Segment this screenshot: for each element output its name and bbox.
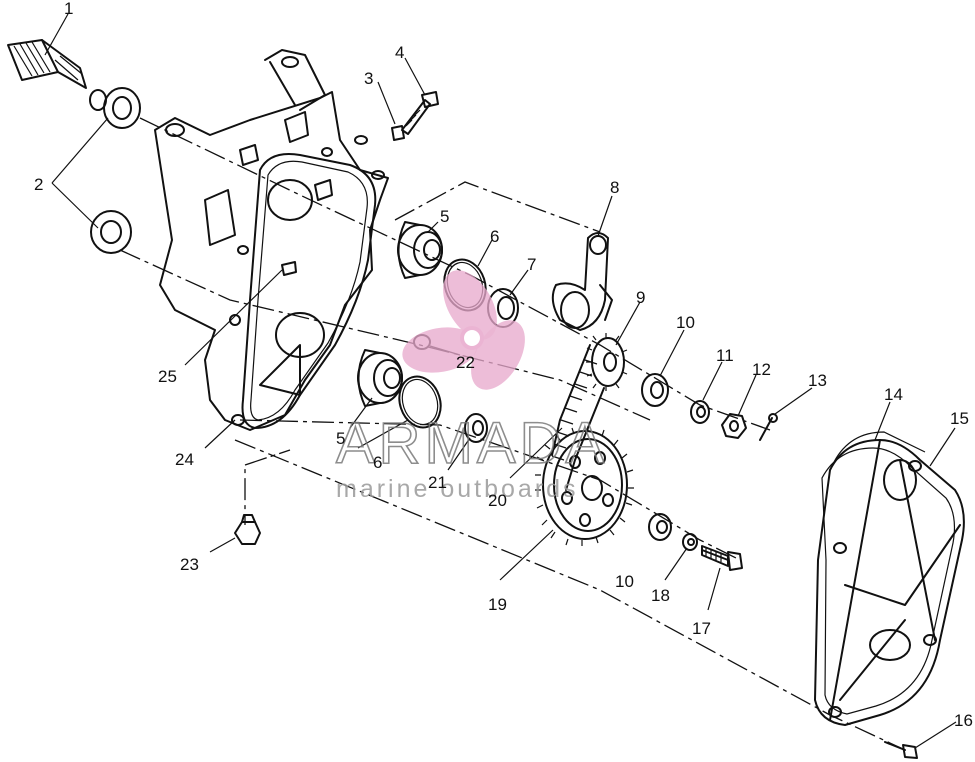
callout-5-lower: 5 xyxy=(336,429,345,448)
callout-5-upper: 5 xyxy=(440,207,449,226)
ball-bearing-upper xyxy=(397,221,443,279)
long-bolt xyxy=(401,91,439,135)
drive-shaft-part xyxy=(7,39,87,89)
drain-plug xyxy=(234,514,261,545)
callout-2: 2 xyxy=(34,175,43,194)
watermark-brand: ARMADA xyxy=(336,411,608,476)
lock-washer xyxy=(690,400,710,424)
callout-6-lower: 6 xyxy=(373,453,382,472)
oil-seal-upper xyxy=(89,87,141,129)
callout-18: 18 xyxy=(651,586,670,605)
callout-24: 24 xyxy=(175,450,194,469)
callout-13: 13 xyxy=(808,371,827,390)
callout-9: 9 xyxy=(636,288,645,307)
callout-17: 17 xyxy=(692,619,711,638)
callout-leader-lines xyxy=(44,13,957,749)
cotter-pin xyxy=(759,413,778,441)
cap-screw xyxy=(701,545,743,571)
watermark: ARMADA marine outboards xyxy=(335,270,608,503)
drive-chain xyxy=(551,344,605,491)
callout-10-upper: 10 xyxy=(676,313,695,332)
cover-gasket xyxy=(833,431,926,463)
flat-washer-lower xyxy=(648,513,672,541)
thrust-washer xyxy=(464,413,488,443)
callout-labels: 1 2 3 4 5 5 6 6 7 8 9 10 10 11 12 13 14 … xyxy=(34,0,973,730)
flat-washer-upper xyxy=(641,373,669,407)
watermark-tagline: marine outboards xyxy=(336,475,579,503)
callout-11: 11 xyxy=(716,346,734,365)
callout-23: 23 xyxy=(180,555,199,574)
tensioner-arm xyxy=(551,232,613,331)
callout-25: 25 xyxy=(158,367,177,386)
cover-screw xyxy=(884,741,918,759)
callout-14: 14 xyxy=(884,385,903,404)
callout-7: 7 xyxy=(527,255,536,274)
callout-22: 22 xyxy=(456,353,475,372)
dowel-pin xyxy=(281,261,297,276)
small-nut xyxy=(391,125,405,141)
oil-seal-lower xyxy=(90,210,132,254)
ball-bearing-lower xyxy=(357,349,403,407)
callout-6-upper: 6 xyxy=(490,227,499,246)
gearcase-housing xyxy=(154,49,389,431)
callout-15: 15 xyxy=(950,409,969,428)
castle-nut xyxy=(721,413,747,439)
chaincase-cover xyxy=(814,439,965,726)
callout-1: 1 xyxy=(64,0,73,18)
callout-19: 19 xyxy=(488,595,507,614)
large-gear xyxy=(535,426,634,546)
callout-8: 8 xyxy=(610,178,619,197)
callout-10-lower: 10 xyxy=(615,572,634,591)
callout-12: 12 xyxy=(752,360,771,379)
small-washer xyxy=(682,533,698,551)
retaining-ring-lower xyxy=(398,375,442,429)
callout-3: 3 xyxy=(364,69,373,88)
callout-20: 20 xyxy=(488,491,507,510)
propeller-logo-icon xyxy=(402,270,525,390)
callout-16: 16 xyxy=(954,711,973,730)
callout-21: 21 xyxy=(428,473,447,492)
callout-4: 4 xyxy=(395,43,404,62)
